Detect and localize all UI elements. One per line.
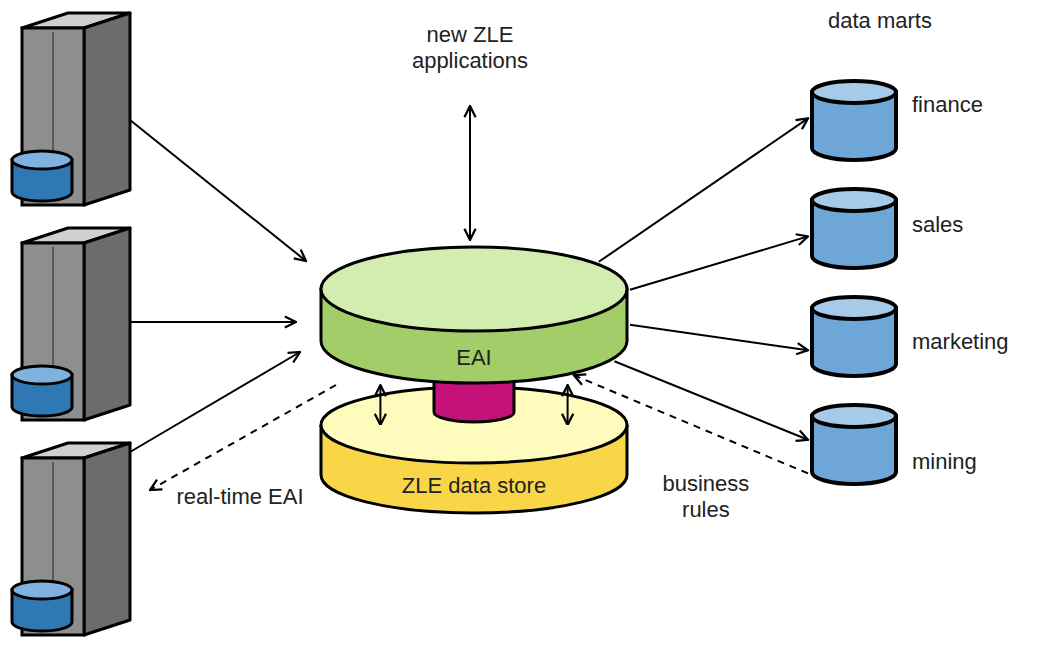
eai-disk: EAI xyxy=(318,245,630,385)
connector xyxy=(630,236,808,289)
disk-label: ZLE data store xyxy=(318,473,630,499)
mart-label: sales xyxy=(912,212,963,238)
connector xyxy=(379,385,381,425)
edge-label: business rules xyxy=(646,471,766,523)
data-mart: marketing xyxy=(808,294,1015,378)
app-arrow xyxy=(469,106,471,240)
feed-arrow xyxy=(130,321,296,323)
mart-label: marketing xyxy=(912,329,1009,355)
disk-shape xyxy=(318,425,630,513)
mart-label: mining xyxy=(912,449,977,475)
server-towers xyxy=(12,13,130,635)
cylinder-shape xyxy=(808,186,900,270)
flow-label: real-time EAI xyxy=(175,484,305,510)
app-label: new ZLE applications xyxy=(385,22,555,74)
feed-arrow xyxy=(130,352,300,452)
connector xyxy=(614,361,808,440)
mart-label: finance xyxy=(912,92,983,118)
cylinder-shape xyxy=(808,294,900,378)
data-mart: finance xyxy=(808,78,989,162)
feed-arrow xyxy=(130,120,306,261)
data-mart: mining xyxy=(808,402,983,486)
data-store-disk: ZLE data store xyxy=(318,425,630,513)
group-label: data marts xyxy=(805,8,955,34)
data-mart: sales xyxy=(808,186,970,270)
connector xyxy=(630,325,808,350)
cylinder-shape xyxy=(808,78,900,162)
server xyxy=(12,443,130,635)
realtime-arrow xyxy=(150,385,336,490)
connector xyxy=(567,385,569,425)
server xyxy=(12,228,130,420)
disk-label: EAI xyxy=(318,345,630,371)
cylinder-shape xyxy=(808,402,900,486)
server xyxy=(12,13,130,205)
connector xyxy=(599,118,808,261)
